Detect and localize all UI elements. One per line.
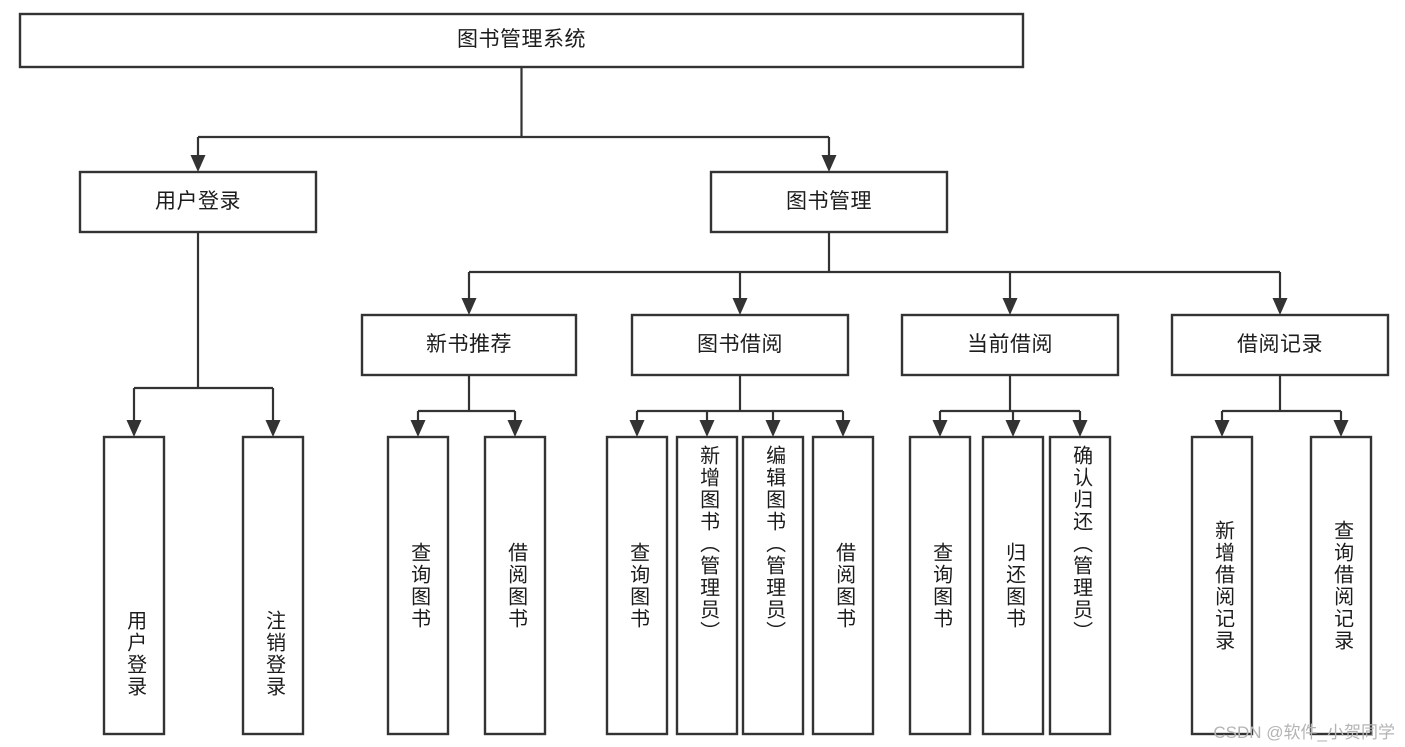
node-box-root[interactable] [18, 12, 1025, 69]
node-box-leaf-add-book[interactable] [675, 435, 739, 736]
node-box-leaf-edit-book[interactable] [741, 435, 805, 736]
arrow-head-leaf-edit-book [765, 420, 781, 437]
node-box-leaf-borrow-books-recommend[interactable] [483, 435, 547, 736]
node-box-leaf-add-borrow-record[interactable] [1190, 435, 1254, 736]
arrow-head-leaf-query-borrow-record [1333, 420, 1349, 437]
arrow-head-leaf-user-login [126, 420, 142, 437]
arrow-head-leaf-query-books-recommend [410, 420, 426, 437]
node-box-leaf-query-borrow-record[interactable] [1309, 435, 1373, 736]
arrow-head-leaf-add-borrow-record [1214, 420, 1230, 437]
node-box-leaf-return-book[interactable] [981, 435, 1045, 736]
arrow-head-new-book-recommend [461, 298, 477, 315]
node-box-book-borrow[interactable] [630, 313, 850, 377]
arrow-head-leaf-borrow-book [835, 420, 851, 437]
arrow-head-leaf-add-book [699, 420, 715, 437]
arrow-head-leaf-query-books-current [932, 420, 948, 437]
arrow-head-leaf-return-book [1005, 420, 1021, 437]
node-box-new-book-recommend[interactable] [360, 313, 578, 377]
node-box-leaf-borrow-book[interactable] [811, 435, 875, 736]
arrow-head-borrow-record [1272, 298, 1288, 315]
node-box-current-borrow[interactable] [900, 313, 1120, 377]
arrow-head-leaf-query-books-borrow [629, 420, 645, 437]
arrow-head-current-borrow [1002, 298, 1018, 315]
connectors-layer [126, 67, 1349, 437]
node-box-leaf-query-books-current[interactable] [908, 435, 972, 736]
boxes-layer [18, 12, 1390, 736]
arrow-head-book-management [821, 155, 837, 172]
node-box-leaf-query-books-recommend[interactable] [386, 435, 450, 736]
arrow-head-leaf-borrow-books-recommend [507, 420, 523, 437]
node-box-book-management[interactable] [709, 170, 949, 234]
node-box-leaf-confirm-return[interactable] [1048, 435, 1112, 736]
node-box-leaf-user-login[interactable] [102, 435, 166, 736]
arrow-head-leaf-logout [265, 420, 281, 437]
node-box-leaf-query-books-borrow[interactable] [605, 435, 669, 736]
node-box-leaf-logout[interactable] [241, 435, 305, 736]
node-box-borrow-record[interactable] [1170, 313, 1390, 377]
arrow-head-user-login [190, 155, 206, 172]
arrow-head-book-borrow [732, 298, 748, 315]
node-box-user-login[interactable] [78, 170, 318, 234]
arrow-head-leaf-confirm-return [1072, 420, 1088, 437]
